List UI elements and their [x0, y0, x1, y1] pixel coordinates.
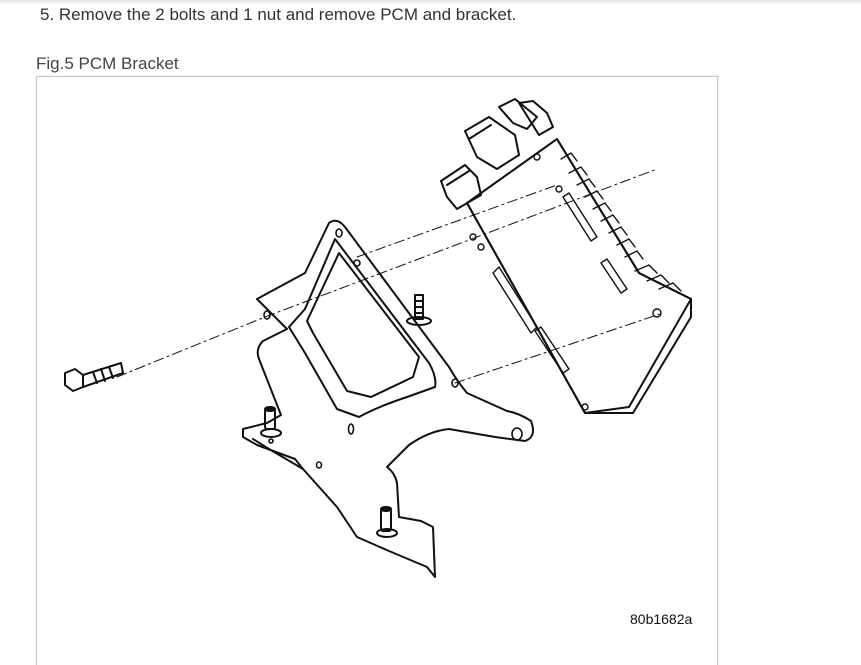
figure-frame: 80b1682a [36, 76, 718, 665]
figure-id-label: 80b1682a [630, 611, 693, 627]
bolt-icon [64, 362, 124, 392]
step-instruction: 5. Remove the 2 bolts and 1 nut and remo… [40, 5, 517, 24]
pcm-connectors [440, 98, 554, 210]
pcm-slots [469, 153, 662, 411]
figure-caption: Fig.5 PCM Bracket [36, 54, 179, 73]
alignment-lines [116, 168, 664, 384]
threaded-stud [406, 294, 432, 326]
heatsink-fins [560, 152, 682, 292]
top-divider [0, 0, 861, 6]
lower-studs [260, 406, 398, 538]
bracket-holes [263, 228, 523, 469]
bracket-outline [242, 219, 534, 578]
pcm-bracket-illustration [64, 98, 692, 578]
